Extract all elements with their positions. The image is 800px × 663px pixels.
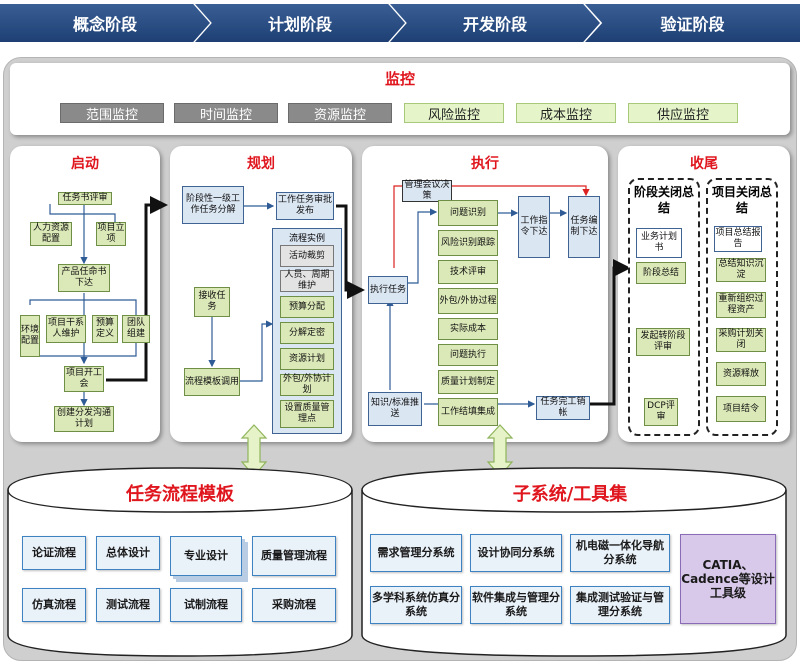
- project-close-title: 项目关闭总结: [712, 185, 773, 215]
- exec-quality-plan: 质量计划制定: [438, 370, 498, 394]
- monitor-time: 时间监控: [174, 103, 278, 123]
- tool-mechatronics: 机电磁一体化导航分系统: [570, 534, 670, 572]
- monitor-supply: 供应监控: [628, 103, 738, 123]
- inst-tailoring: 活动裁剪: [280, 245, 334, 267]
- node-comm-plan: 创建分发沟通计划: [54, 406, 114, 432]
- tpl-quality: 质量管理流程: [252, 536, 336, 576]
- monitor-scope: 范围监控: [60, 103, 164, 123]
- node-task-review: 任务书评审: [58, 192, 112, 205]
- node-dcp-review: DCP评审: [644, 398, 678, 426]
- node-resource-release: 资源释放: [716, 362, 766, 386]
- planning-title: 规划: [247, 156, 275, 172]
- exec-actual-cost: 实际成本: [438, 318, 498, 340]
- node-budget: 预算定义: [92, 315, 118, 343]
- node-approve-publish: 工作任务审批发布: [276, 192, 334, 220]
- inst-resource: 资源计划: [280, 348, 334, 370]
- exec-issue-run: 问题执行: [438, 344, 498, 366]
- exec-integration: 工作结填集成: [438, 398, 498, 426]
- stage-close-box: [628, 178, 700, 436]
- monitor-cost: 成本监控: [516, 103, 616, 123]
- phase-concept: 概念阶段: [0, 4, 210, 42]
- exec-tech-review: 技术评审: [438, 260, 498, 284]
- phase-planning: 计划阶段: [195, 4, 405, 42]
- tool-requirements: 需求管理分系统: [370, 534, 462, 572]
- tpl-purchase: 采购流程: [252, 588, 336, 622]
- phase-verification: 验证阶段: [585, 4, 800, 42]
- node-purchase-close: 采购计划关闭: [716, 328, 766, 352]
- tpl-overall-design: 总体设计: [96, 536, 160, 570]
- node-wbs: 阶段性一级工作任务分解: [182, 186, 244, 224]
- node-kickoff: 项目开工会: [64, 366, 104, 392]
- tool-catia-cadence: CATIA、Cadence等设计工具级: [680, 534, 776, 624]
- node-stage-summary: 阶段总结: [636, 262, 686, 284]
- tool-integration-test: 集成测试验证与管理分系统: [570, 586, 670, 624]
- node-work-order: 工作指令下达: [518, 196, 550, 258]
- monitor-resource: 资源监控: [288, 103, 392, 123]
- node-env-config: 环境配置: [20, 315, 40, 357]
- inst-classify: 分解定密: [280, 322, 334, 344]
- inst-staff-cycle: 人员、周期维护: [280, 270, 334, 292]
- tpl-professional-design: 专业设计: [170, 536, 242, 576]
- exec-outsource: 外包/外协过程: [438, 288, 498, 314]
- monitor-panel: [10, 63, 790, 135]
- node-project-init: 项目立项: [96, 222, 126, 246]
- tpl-argument: 论证流程: [22, 536, 86, 570]
- inst-outsource: 外包/外协计划: [280, 374, 334, 396]
- node-asset-reorg: 重新组织过程资产: [716, 292, 766, 318]
- node-template-call: 流程模板调用: [184, 368, 240, 396]
- tpl-simulation: 仿真流程: [22, 588, 86, 622]
- node-charter: 产品任命书下达: [58, 264, 110, 292]
- exec-risk-track: 风险识别跟踪: [438, 230, 498, 256]
- tool-multidiscipline-sim: 多学科系统仿真分系统: [370, 586, 462, 624]
- node-stakeholder: 项目干系人维护: [46, 315, 86, 343]
- node-receive-task: 接收任务: [194, 287, 230, 317]
- inst-quality: 设置质量管理点: [280, 400, 334, 428]
- execution-title: 执行: [471, 156, 499, 172]
- tool-design-collab: 设计协同分系统: [470, 534, 562, 572]
- process-instance-title: 流程实例: [288, 234, 325, 244]
- node-knowledge-push: 知识/标准推送: [368, 392, 422, 426]
- tpl-trial-production: 试制流程: [170, 588, 242, 622]
- node-task-complete: 任务完工销帐: [536, 396, 590, 420]
- tpl-test: 测试流程: [96, 588, 160, 622]
- closing-title: 收尾: [690, 156, 718, 172]
- tools-db-title: 子系统/工具集: [512, 484, 628, 505]
- node-project-report: 项目总结报告: [714, 226, 762, 252]
- node-exec-task: 执行任务: [368, 276, 408, 304]
- phase-development: 开发阶段: [390, 4, 600, 42]
- node-staffing: 人力资源配置: [30, 222, 72, 246]
- exec-issue-id: 问题识别: [438, 200, 498, 226]
- node-team: 团队组建: [122, 315, 150, 343]
- monitor-title: 监控: [384, 70, 415, 88]
- stage-close-title: 阶段关闭总结: [634, 185, 695, 215]
- node-task-compile: 任务编制下达: [568, 196, 600, 258]
- node-meeting-decision: 管理会议决策: [402, 180, 452, 202]
- startup-title: 启动: [71, 156, 99, 172]
- inst-budget: 预算分配: [280, 296, 334, 318]
- monitor-risk: 风险监控: [404, 103, 504, 123]
- node-project-order: 项目结令: [716, 396, 766, 422]
- node-knowledge-summary: 总结知识沉淀: [716, 258, 766, 282]
- tool-software-integration: 软件集成与管理分系统: [470, 586, 562, 624]
- node-stage-transfer: 发起转阶段评审: [636, 328, 690, 356]
- template-db-title: 任务流程模板: [126, 484, 234, 505]
- node-business-plan: 业务计划书: [636, 228, 682, 258]
